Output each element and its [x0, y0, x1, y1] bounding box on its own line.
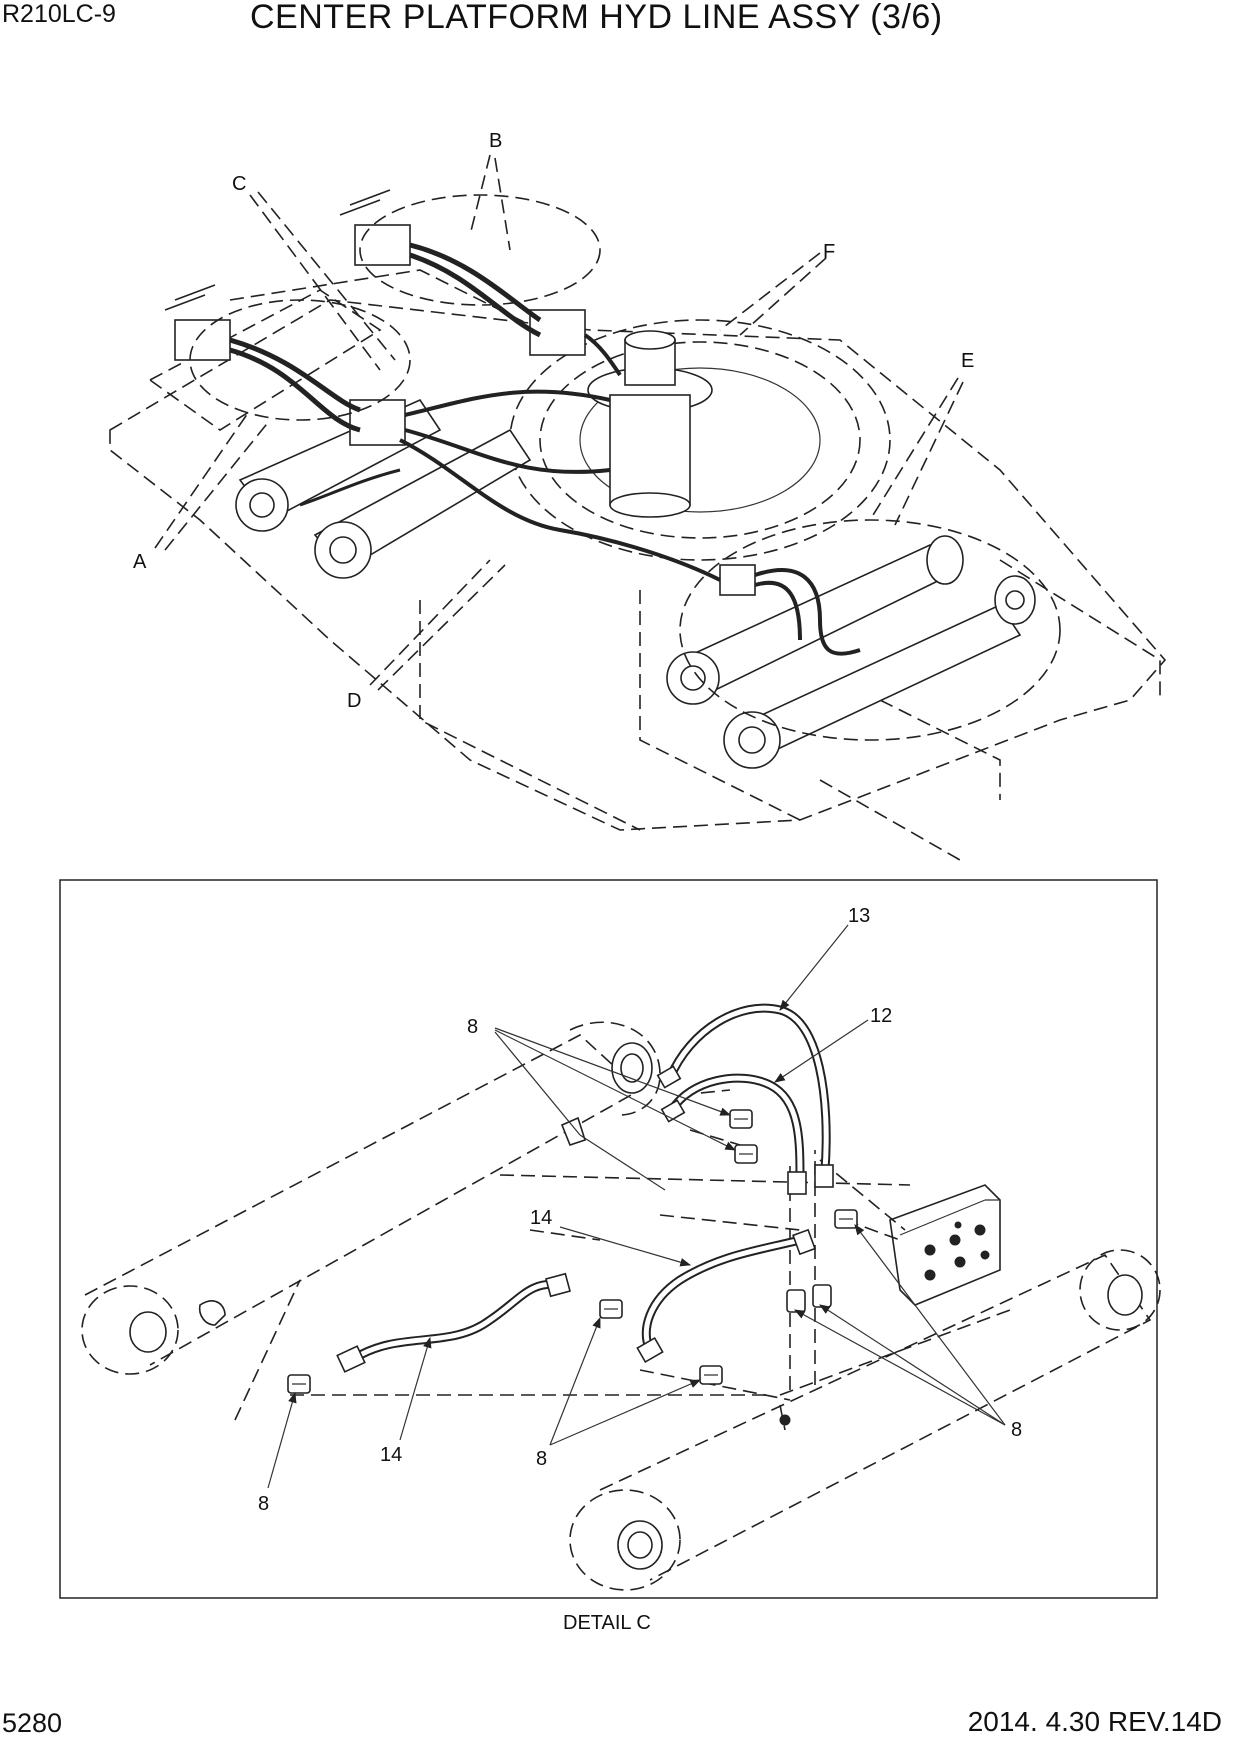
swing-bearing: [509, 319, 891, 561]
part-label-14-lower: 14: [380, 1444, 402, 1466]
page-title: CENTER PLATFORM HYD LINE ASSY (3/6): [250, 0, 943, 36]
overview-drawing: A B C D E F: [109, 130, 1167, 861]
part-label-14-upper: 14: [530, 1207, 552, 1229]
hose-end-fittings: [336, 1065, 834, 1373]
detail-frame: [59, 879, 1158, 1599]
manifold-block: [889, 1184, 1001, 1306]
detail-guide-lines: [234, 1089, 1011, 1421]
detail-cylinder-rear: [81, 1021, 661, 1375]
part-label-12: 12: [870, 1005, 892, 1027]
page-number: 5280: [2, 1708, 63, 1738]
callout-a: A: [133, 551, 147, 573]
adapters-part-8: [287, 1109, 858, 1394]
callout-e: E: [961, 350, 974, 372]
part-label-8-middle: 8: [536, 1448, 547, 1470]
callout-f: F: [823, 241, 835, 263]
swivel-joint: [587, 330, 713, 518]
hose-bundles: [229, 242, 861, 656]
callout-b: B: [489, 130, 502, 152]
detail-drawing: 13 12 8 14 14 8 8 8: [81, 905, 1161, 1591]
part-label-13: 13: [848, 905, 870, 927]
detail-cylinder-front: [569, 1249, 1161, 1591]
part-label-8-top: 8: [467, 1016, 478, 1038]
right-cylinders: [666, 535, 1036, 769]
part-label-8-left: 8: [258, 1493, 269, 1515]
callout-d: D: [347, 690, 361, 712]
part-label-8-right: 8: [1011, 1419, 1022, 1441]
callout-leaders: [154, 154, 1061, 741]
detail-caption: DETAIL C: [563, 1612, 651, 1634]
upper-frame-outline: [109, 269, 1167, 861]
hose-14-right: [641, 1235, 805, 1355]
model-number: R210LC-9: [2, 0, 116, 28]
date-revision: 2014. 4.30 REV.14D: [967, 1706, 1222, 1737]
callout-c: C: [232, 173, 246, 195]
part-leaders: [267, 924, 1006, 1489]
